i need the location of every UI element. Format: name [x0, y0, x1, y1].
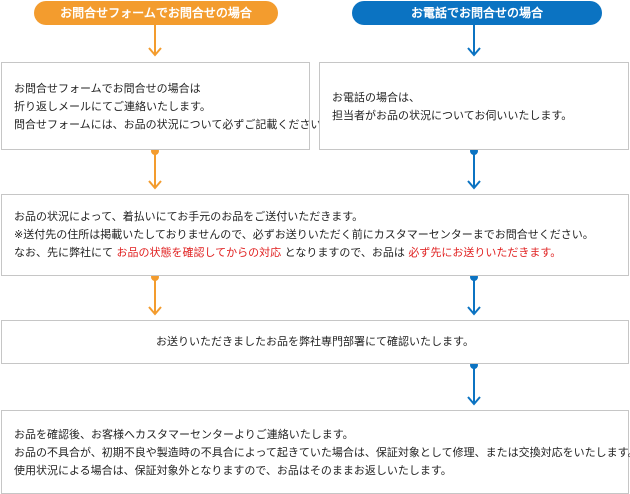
send-line-1: お品の状況によって、着払いにてお手元のお品をご送付いただきます。	[14, 210, 364, 223]
send-line-2: ※送付先の住所は掲載いたしておりませんので、必ずお送りいただく前にカスタマーセン…	[14, 228, 594, 241]
phone-line-1: お電話の場合は、	[332, 91, 420, 104]
contact-line-3: 使用状況による場合は、保証対象外となりますので、お品はそのままお返しいたします。	[14, 464, 452, 477]
send-line-3-highlight-1: お品の状態を確認してからの対応	[116, 246, 282, 259]
orange-arrow-2	[148, 147, 162, 190]
phone-inquiry-header: お電話でお問合せの場合	[352, 1, 602, 25]
send-line-3: なお、先に弊社にて お品の状態を確認してからの対応 となりますので、お品は 必ず…	[14, 244, 628, 262]
send-line-3-b: となりますので、お品は	[284, 246, 405, 259]
send-item-box: お品の状況によって、着払いにてお手元のお品をご送付いただきます。 ※送付先の住所…	[1, 194, 629, 276]
form-line-3: 問合せフォームには、お品の状況について必ずご記載ください。	[14, 118, 333, 131]
phone-line-2: 担当者がお品の状況についてお伺いいたします。	[332, 109, 573, 122]
send-line-3-a: なお、先に弊社にて	[14, 246, 113, 259]
contact-result-box: お品を確認後、お客様へカスタマーセンターよりご連絡いたします。 お品の不具合が、…	[1, 410, 630, 494]
blue-arrow-1	[467, 25, 481, 57]
confirm-text: お送りいただきましたお品を弊社専門部署にて確認いたします。	[156, 335, 474, 348]
contact-line-2: お品の不具合が、初期不良や製造時の不具合によって起きていた場合は、保証対象として…	[14, 446, 630, 459]
blue-arrow-4	[467, 361, 481, 406]
form-inquiry-box: お問合せフォームでお問合せの場合は 折り返しメールにてご連絡いたします。 問合せ…	[1, 62, 333, 150]
send-line-3-highlight-2: 必ず先にお送りいただきます。	[408, 246, 562, 259]
phone-inquiry-box: お電話の場合は、 担当者がお品の状況についてお伺いいたします。	[319, 62, 629, 150]
confirm-item-box: お送りいただきましたお品を弊社専門部署にて確認いたします。	[1, 320, 629, 364]
form-line-1: お問合せフォームでお問合せの場合は	[14, 82, 201, 95]
form-inquiry-header: お問合せフォームでお問合せの場合	[34, 1, 278, 25]
contact-line-1: お品を確認後、お客様へカスタマーセンターよりご連絡いたします。	[14, 428, 354, 441]
blue-arrow-2	[467, 147, 481, 190]
orange-arrow-3	[148, 273, 162, 316]
blue-arrow-3	[467, 273, 481, 316]
form-line-2: 折り返しメールにてご連絡いたします。	[14, 100, 211, 113]
orange-arrow-1	[148, 25, 162, 57]
